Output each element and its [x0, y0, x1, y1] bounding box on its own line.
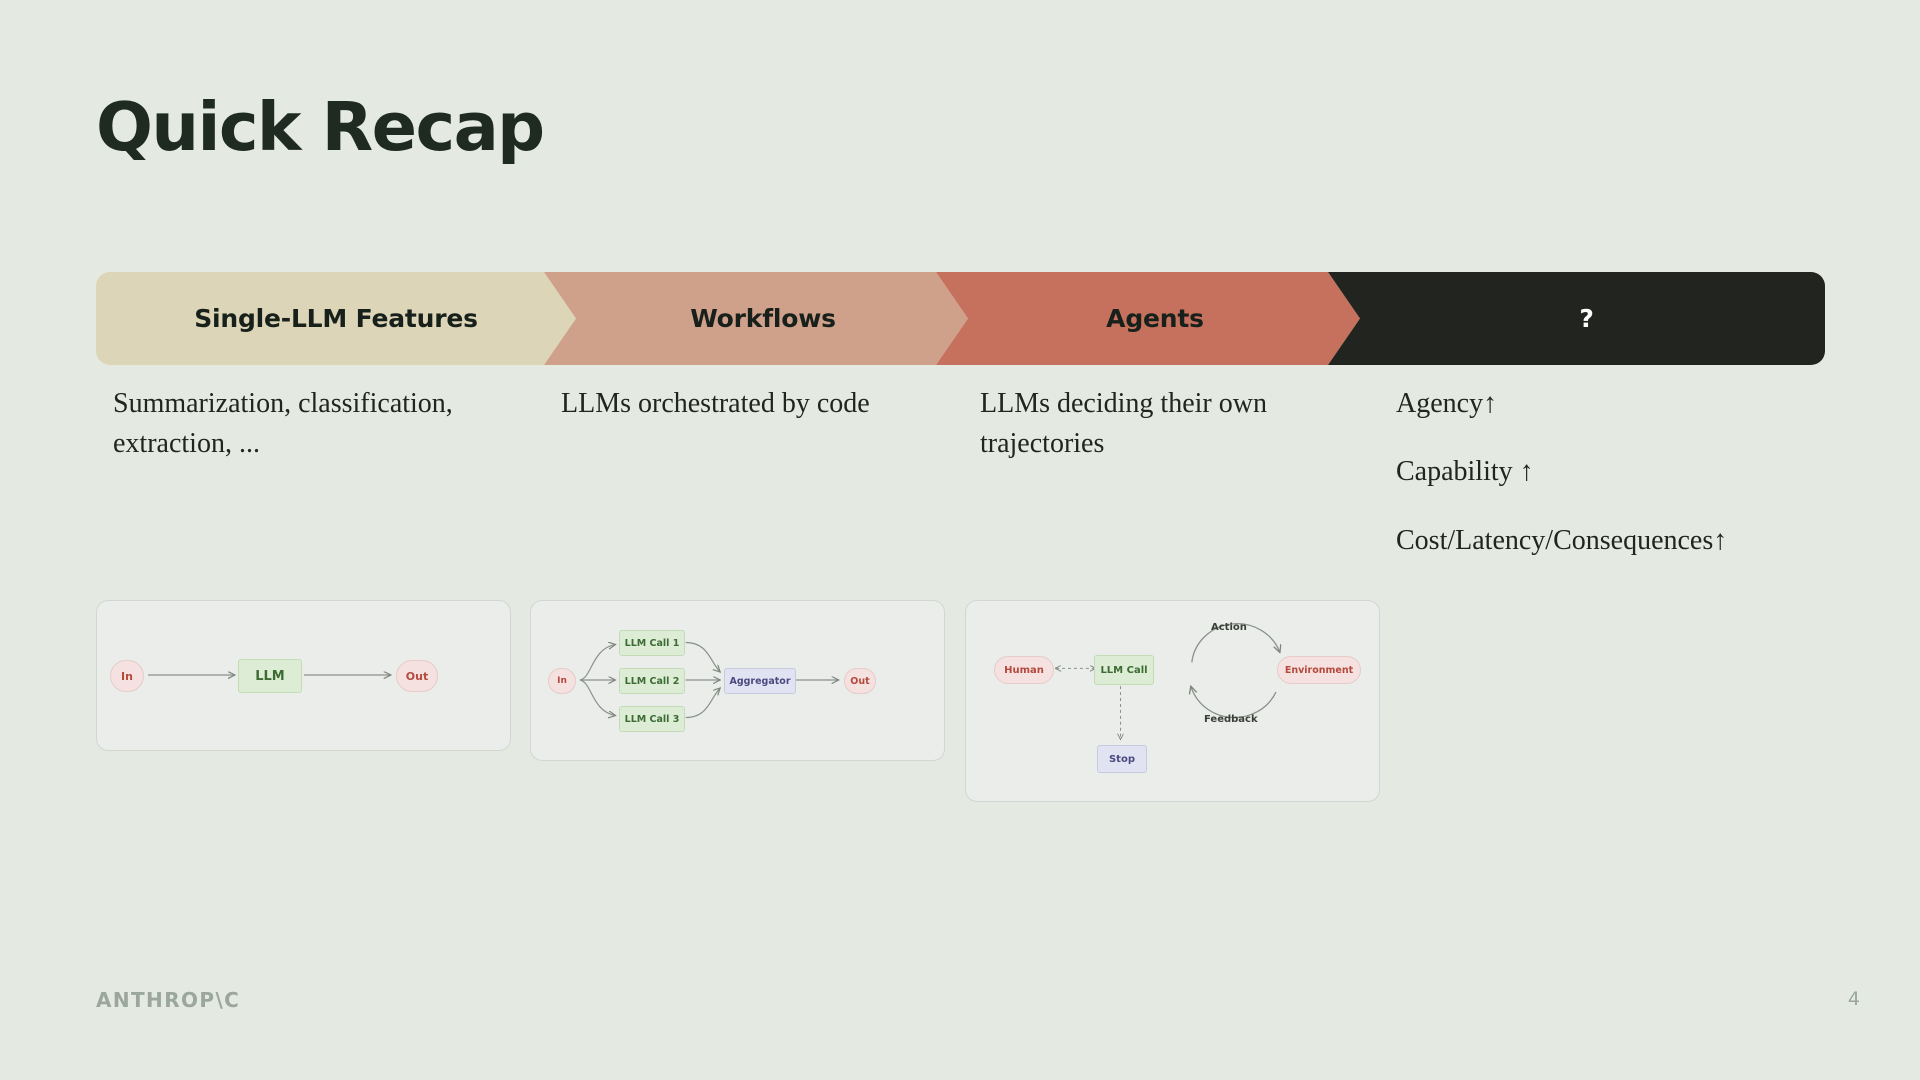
axis-item-cost-latency-consequences: Cost/Latency/Consequences↑: [1396, 524, 1728, 556]
label-feedback: Feedback: [1204, 714, 1258, 725]
node-human: Human: [994, 656, 1054, 684]
node-llm: LLM: [238, 659, 302, 693]
diagram-card-agent: llm call : dashed double arrow --> Human…: [965, 600, 1380, 802]
node-aggregator: Aggregator: [724, 668, 796, 694]
anthropic-logo: ANTHROP\C: [96, 988, 241, 1012]
page-number: 4: [1847, 988, 1860, 1010]
diagram-card-workflow: In LLM Call 1 LLM Call 2 LLM Call 3 Aggr…: [530, 600, 945, 761]
banner-segment-unknown[interactable]: ?: [1328, 272, 1825, 365]
node-stop: Stop: [1097, 745, 1147, 773]
description-line: trajectories: [980, 428, 1105, 460]
diagram-connectors: [148, 601, 510, 750]
description-workflows: LLMs orchestrated by code: [561, 384, 941, 424]
banner-segment-agents[interactable]: Agents: [936, 272, 1360, 365]
node-environment: Environment: [1277, 656, 1361, 684]
node-llm-call: LLM Call: [1094, 655, 1154, 685]
node-out: Out: [844, 668, 876, 694]
diagram-connectors: [579, 601, 944, 760]
diagram-connectors: llm call : dashed double arrow -->: [966, 623, 1379, 801]
label-action: Action: [1211, 622, 1247, 633]
node-in: In: [548, 668, 576, 694]
description-unknown-axis-list: Agency↑ Capability ↑ Cost/Latency/Conseq…: [1396, 384, 1846, 561]
node-llm-call-3: LLM Call 3: [619, 706, 685, 732]
node-llm-call-2: LLM Call 2: [619, 668, 685, 694]
node-in: In: [110, 660, 144, 692]
banner-segment-workflows[interactable]: Workflows: [544, 272, 968, 365]
description-line: LLMs deciding their own: [980, 388, 1267, 419]
description-line: extraction, ...: [113, 428, 260, 460]
axis-item-agency: Agency↑: [1396, 388, 1498, 419]
description-line: LLMs orchestrated by code: [561, 388, 870, 419]
diagram-card-single-llm: In LLM Out: [96, 600, 511, 751]
page-title: Quick Recap: [96, 88, 545, 166]
axis-item-capability: Capability ↑: [1396, 456, 1534, 488]
description-single-llm-features: Summarization, classification, extractio…: [113, 384, 503, 465]
progression-banner: Single-LLM Features Workflows Agents ?: [96, 272, 1825, 365]
banner-segment-label: Agents: [1106, 304, 1204, 333]
description-agents: LLMs deciding their own trajectories: [980, 384, 1310, 465]
banner-segment-single-llm-features[interactable]: Single-LLM Features: [96, 272, 576, 365]
node-llm-call-1: LLM Call 1: [619, 630, 685, 656]
banner-segment-label: Workflows: [690, 304, 836, 333]
node-out: Out: [396, 660, 438, 692]
banner-segment-label: ?: [1579, 304, 1594, 333]
banner-segment-label: Single-LLM Features: [194, 304, 478, 333]
description-line: Summarization, classification,: [113, 388, 453, 419]
